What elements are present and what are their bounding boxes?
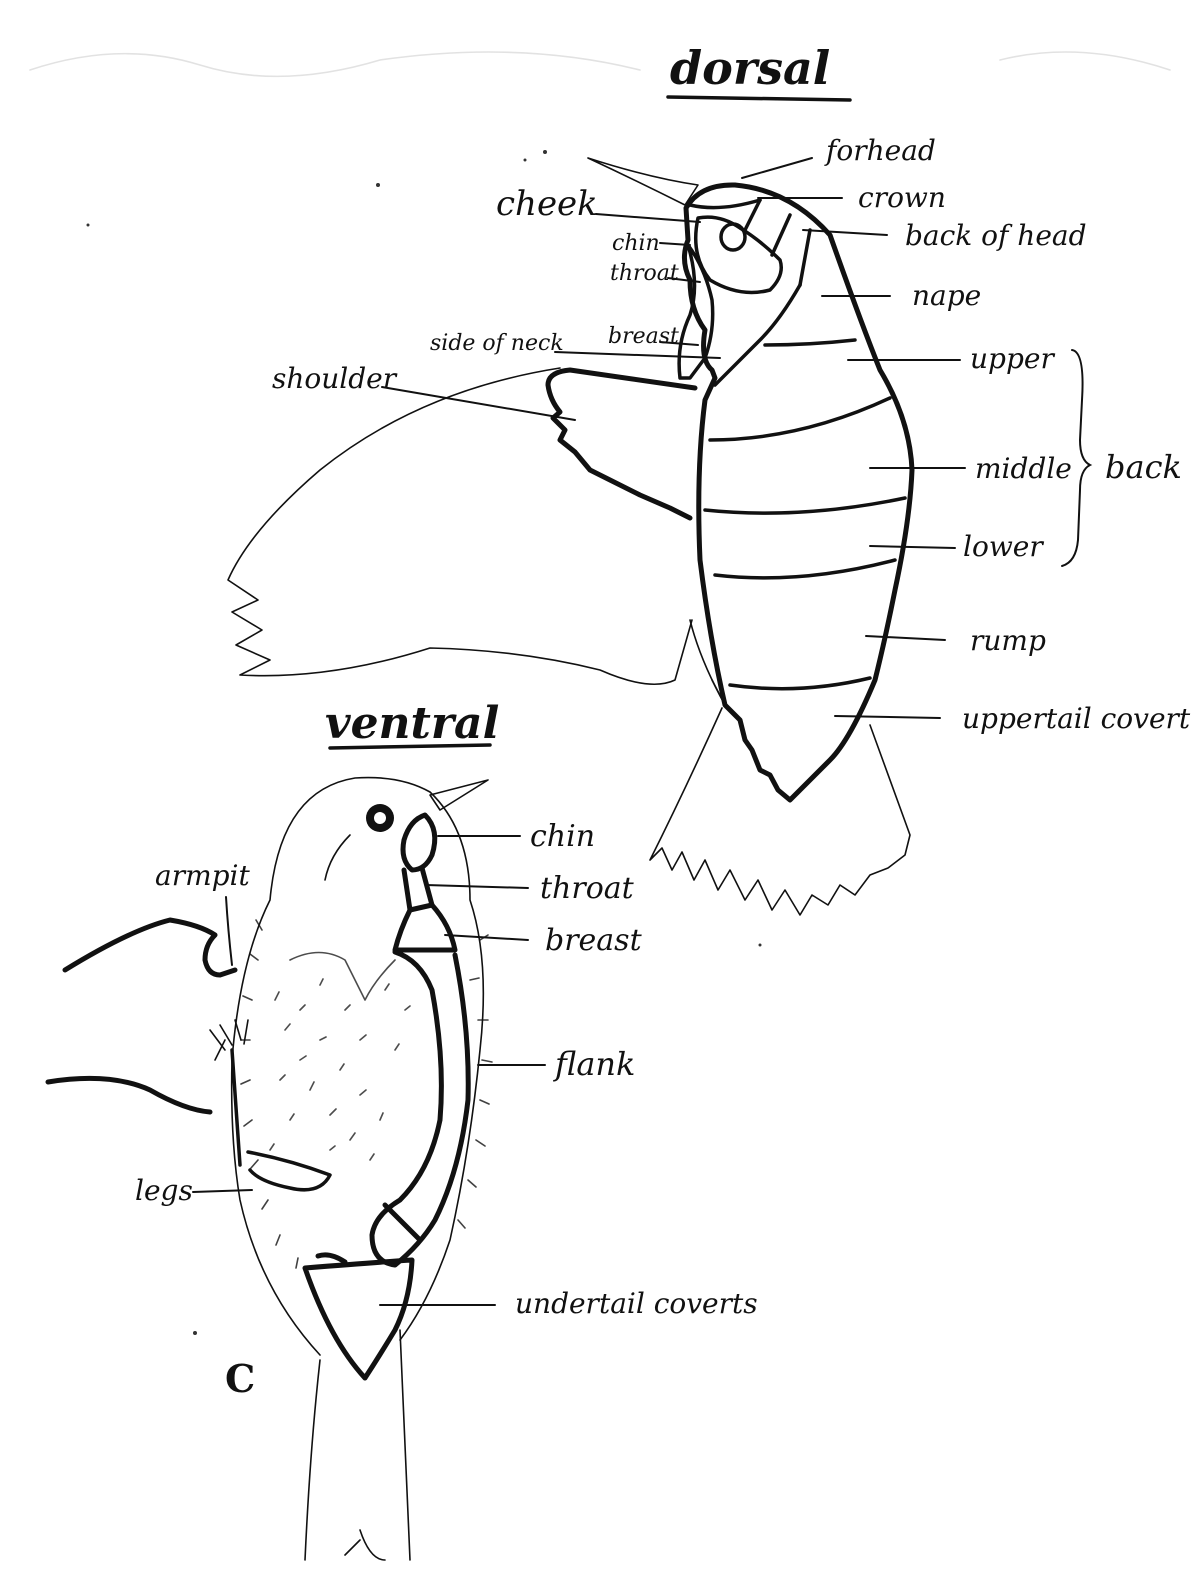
dorsal-view: dorsal	[228, 41, 1191, 915]
ventral-beak	[430, 780, 488, 810]
ventral-belly-stipple	[270, 953, 410, 1161]
ventral-leg-left	[232, 1050, 330, 1190]
dorsal-label-crown: crown	[858, 181, 946, 214]
dorsal-title: dorsal	[670, 41, 830, 95]
ventral-tail	[305, 1330, 410, 1560]
ventral-title: ventral	[325, 698, 499, 749]
ventral-undertail-coverts	[305, 1260, 412, 1378]
dorsal-label-forehead: forhead	[824, 134, 936, 167]
dorsal-label-cheek: cheek	[496, 184, 598, 224]
dorsal-band-2	[710, 398, 890, 440]
ventral-label-flank: flank	[553, 1045, 635, 1083]
dorsal-band-5	[730, 678, 870, 689]
ventral-eye-line	[325, 835, 350, 880]
ventral-flank-stripe	[372, 952, 468, 1265]
dorsal-label-rump: rump	[970, 624, 1046, 657]
ventral-hand-upper	[65, 920, 235, 975]
ventral-breast-band	[395, 905, 455, 950]
ventral-label-throat: throat	[540, 871, 635, 906]
ventral-label-undertail-coverts: undertail coverts	[515, 1287, 758, 1320]
dorsal-label-back-of-head: back of head	[905, 219, 1087, 252]
dorsal-label-middle: middle	[975, 452, 1072, 485]
bleed-through-marks	[30, 52, 1170, 76]
dorsal-back-head-line	[745, 200, 810, 285]
dorsal-head	[684, 185, 912, 800]
ventral-figure-letter: C	[225, 1356, 255, 1401]
dorsal-wing	[228, 368, 692, 684]
ventral-chin-patch	[403, 815, 435, 870]
ventral-view: ventral	[48, 698, 758, 1560]
dorsal-tail	[650, 708, 910, 915]
dorsal-label-lower: lower	[963, 530, 1044, 563]
dorsal-band-4	[715, 560, 895, 578]
dorsal-title-underline	[668, 97, 850, 100]
ventral-vent-line	[318, 1255, 345, 1262]
dorsal-label-back: back	[1105, 448, 1182, 486]
dorsal-label-nape: nape	[912, 279, 981, 312]
ventral-body-outline	[232, 778, 484, 1355]
dorsal-label-throat: throat	[610, 261, 679, 286]
dorsal-label-chin: chin	[612, 231, 660, 256]
ventral-throat-patch	[404, 868, 432, 910]
dorsal-shoulder-patch	[548, 370, 695, 518]
dorsal-label-uppertail-coverts: uppertail covert	[962, 702, 1191, 735]
ventral-leader-lines	[193, 836, 545, 1305]
dorsal-label-breast: breast	[608, 324, 679, 349]
ventral-label-armpit: armpit	[155, 859, 251, 892]
ventral-label-legs: legs	[135, 1174, 193, 1207]
dorsal-neck-line	[715, 285, 800, 385]
dorsal-band-3	[705, 498, 905, 513]
ventral-flank-cross	[385, 1205, 420, 1240]
ventral-label-breast: breast	[545, 923, 643, 958]
dorsal-label-shoulder: shoulder	[272, 362, 398, 395]
ventral-hand-lower	[48, 1078, 210, 1112]
ventral-label-chin: chin	[530, 819, 595, 854]
dorsal-eye-icon	[721, 224, 745, 250]
dorsal-crown-line	[690, 200, 760, 208]
dorsal-beak	[588, 158, 698, 205]
ventral-eye-highlight	[374, 812, 386, 824]
dorsal-label-side-of-neck: side of neck	[430, 331, 564, 356]
dorsal-band-1	[765, 340, 855, 345]
dorsal-label-upper: upper	[970, 342, 1055, 375]
